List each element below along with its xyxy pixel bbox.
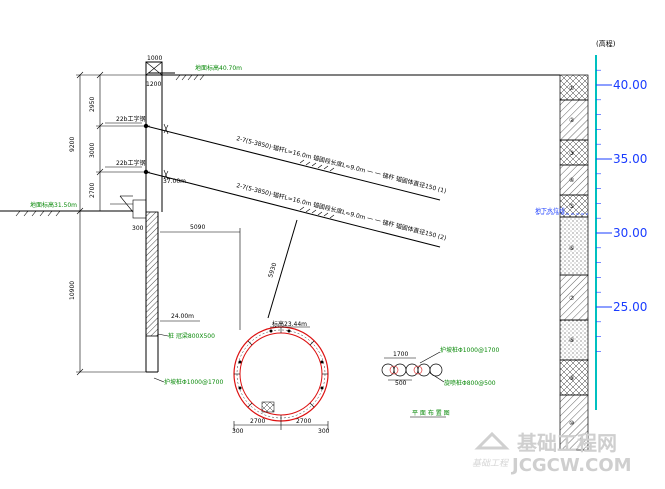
elevation-scale: 40.00 35.00 30.00 25.00 (高程) — [595, 39, 647, 410]
plan-detail: 1700 500 护坡桩Φ1000@1700 旋喷桩Φ800@500 平 面 布… — [381, 346, 499, 418]
watermark-slogan: 基础工程 — [472, 458, 509, 469]
distance-annotation: 5090 5930 — [160, 219, 298, 330]
tunnel-edge-left: 300 — [232, 428, 244, 435]
waler-1: 22b工字钢 — [116, 115, 145, 123]
pile-note-1: 桩 冠梁800X500 — [168, 332, 215, 340]
tunnel-dim-right: 2700 — [296, 418, 311, 425]
detail-bottom-dim: 500 — [395, 380, 407, 387]
watermark-url: JCGCW.COM — [510, 455, 632, 476]
detail-title: 平 面 布 置 图 — [412, 409, 450, 417]
scale-tick-label: 30.00 — [613, 226, 647, 240]
tunnel-section: 2700 2700 300 300 标高23.44m — [232, 320, 330, 435]
scale-tick-label: 35.00 — [613, 152, 647, 166]
diag-label: 5930 — [267, 262, 278, 279]
soil-layer-label: ⑥ — [569, 245, 574, 252]
soil-layer-label: ⑨ — [569, 375, 574, 382]
dist-label: 5090 — [190, 224, 205, 231]
ground-lines — [0, 72, 560, 217]
soil-layer-label: ⑩ — [569, 420, 574, 427]
tunnel-top-elevation: 标高23.44m — [272, 320, 307, 328]
anchor-row2-label: 2-7(5-3850)·锚杆L=16.0m 锚固段长度L=9.0m 一 一 锚杆… — [236, 181, 448, 242]
dim-seg1: 2950 — [89, 97, 96, 112]
detail-note-2: 旋喷桩Φ800@500 — [444, 379, 496, 387]
scale-tick-label: 40.00 — [613, 78, 647, 92]
elevation-left-ground: 地面标高31.50m — [30, 201, 77, 209]
wall-offset: 300 — [132, 225, 144, 232]
retaining-wall — [119, 61, 163, 373]
dim-seg2: 3000 — [89, 143, 96, 158]
soil-layer-label: ④ — [569, 177, 574, 184]
wall-top-width: 1000 — [147, 55, 162, 62]
soil-layer-label: ⑦ — [569, 295, 575, 302]
soil-layer-label: ② — [569, 117, 575, 124]
scale-tick-label: 25.00 — [613, 300, 647, 314]
elevation-top: 地面标高40.70m — [195, 64, 242, 72]
wall-labels: 1000 1200 300 地面标高40.70m 地面标高31.50m 37.0… — [30, 55, 242, 386]
elevation-base: 24.00m — [171, 313, 194, 320]
dim-seg3: 2700 — [89, 183, 96, 198]
soil-column: 地下水位线 ① ② ③ ④ ⑤ ⑥ ⑦ ⑧ ⑨ ⑩ — [535, 74, 589, 451]
elevation-small: 37.00m — [163, 178, 186, 185]
anchor-row1-label: 2-7(5-3850)·锚杆L=16.0m 锚固段长度L=9.0m 一 一 锚杆… — [236, 134, 448, 195]
water-level-label: 地下水位线 — [535, 207, 565, 215]
soil-layer-label: ⑧ — [569, 337, 574, 344]
scale-unit-label: (高程) — [596, 39, 616, 48]
soil-layer-label: ① — [569, 85, 574, 92]
tunnel-edge-right: 300 — [318, 428, 330, 435]
left-dimension-chain: 2950 3000 2700 9200 10900 — [69, 71, 150, 376]
watermark-main: 基础工程网 — [517, 431, 617, 455]
pile-note-2: 护坡桩Φ1000@1700 — [164, 378, 223, 386]
wall-cap: 1200 — [146, 81, 161, 88]
dim-left-lower: 10900 — [69, 281, 76, 300]
soil-layer-label: ③ — [569, 150, 574, 157]
dim-left-total: 9200 — [69, 137, 76, 152]
detail-top-dim: 1700 — [393, 351, 408, 358]
watermark: 基础工程网 JCGCW.COM 基础工程 — [472, 431, 632, 476]
waler-2: 22b工字钢 — [116, 159, 145, 167]
detail-note-1: 护坡桩Φ1000@1700 — [440, 346, 499, 354]
tunnel-dim-left: 2700 — [250, 418, 265, 425]
soil-layer-label: ⑤ — [569, 203, 574, 210]
